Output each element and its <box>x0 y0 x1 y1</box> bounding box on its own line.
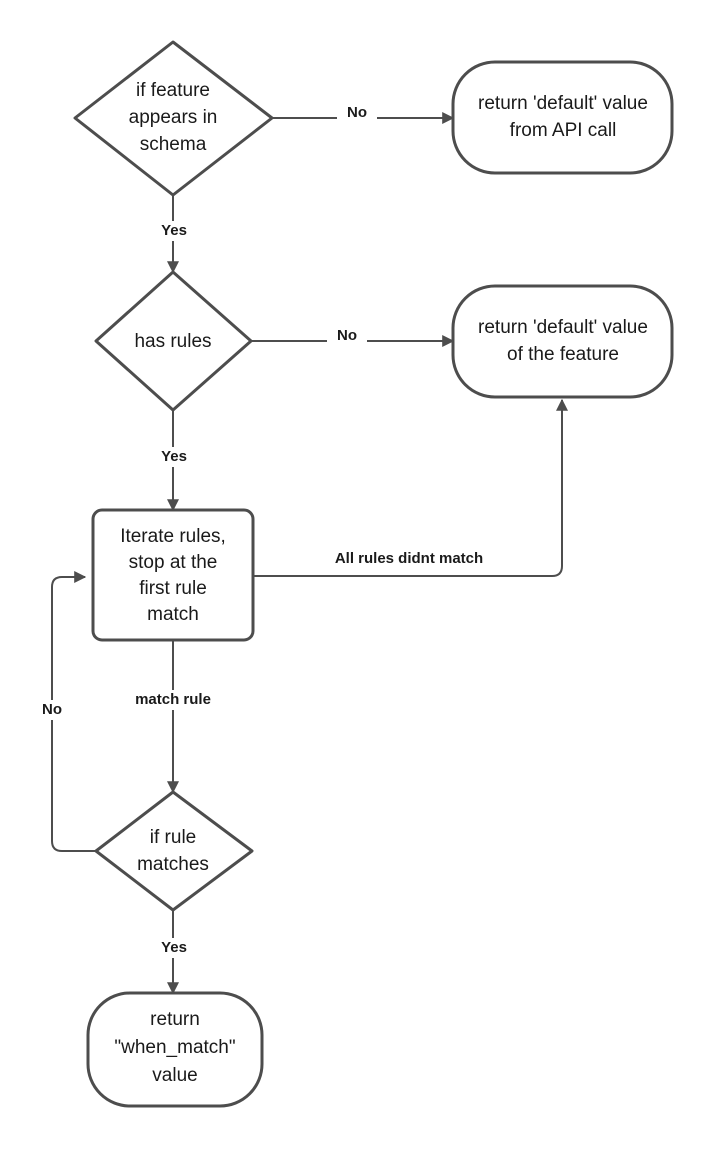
edge-schema-no: No <box>272 103 455 124</box>
edge-schema-yes-label-bg <box>153 221 195 241</box>
node-iterate-rules-line-4: match <box>147 604 199 625</box>
node-return-default-feature-shape[interactable] <box>451 284 674 399</box>
edge-label-rule-yes: Yes <box>161 939 187 956</box>
edge-rule-yes: Yes <box>153 910 195 995</box>
node-return-default-feature-line-1: return 'default' value <box>478 317 648 338</box>
node-return-when-match-line-1: return <box>150 1009 200 1030</box>
node-iterate-rules-line-1: Iterate rules, <box>120 526 226 547</box>
node-schema-check-line-3: schema <box>140 134 207 155</box>
node-has-rules-diamond[interactable] <box>94 270 253 412</box>
node-rule-matches-line-2: matches <box>137 854 209 875</box>
node-iterate-rules-shape[interactable] <box>91 508 255 642</box>
node-has-rules-line-1: has rules <box>134 331 211 352</box>
edge-label-hasrules-no: No <box>337 327 357 344</box>
node-rule-matches[interactable]: if rule matches <box>94 790 254 912</box>
node-return-default-feature-line-2: of the feature <box>507 344 619 365</box>
edge-label-rule-no: No <box>42 701 62 718</box>
edge-label-hasrules-yes: Yes <box>161 448 187 465</box>
node-schema-check-diamond[interactable] <box>73 40 274 197</box>
edge-all-rules-didnt-match: All rules didnt match <box>253 398 568 577</box>
node-return-default-api-line-1: return 'default' value <box>478 93 648 114</box>
edge-all-rules-didnt-match-line <box>253 398 568 577</box>
edge-hasrules-no: No <box>251 326 455 347</box>
edge-match-rule: match rule <box>117 640 230 794</box>
edge-label-schema-no: No <box>347 104 367 121</box>
edge-rule-no-label-bg <box>32 700 72 720</box>
edge-all-rules-label-bg <box>316 549 502 569</box>
edge-schema-no-label-bg <box>337 103 377 123</box>
node-iterate-rules[interactable]: Iterate rules, stop at the first rule ma… <box>91 508 255 642</box>
node-has-rules[interactable]: has rules <box>94 270 253 412</box>
node-iterate-rules-line-2: stop at the <box>129 552 218 573</box>
edge-schema-yes: Yes <box>153 195 195 274</box>
edge-rule-yes-label-bg <box>153 938 195 958</box>
node-return-default-api[interactable]: return 'default' value from API call <box>451 60 674 175</box>
node-iterate-rules-line-3: first rule <box>139 578 207 599</box>
node-schema-check-line-1: if feature <box>136 80 210 101</box>
node-return-when-match[interactable]: return "when_match" value <box>86 991 264 1108</box>
edge-match-rule-label-bg <box>117 690 230 710</box>
edge-hasrules-yes-label-bg <box>153 447 195 467</box>
node-return-default-feature[interactable]: return 'default' value of the feature <box>451 284 674 399</box>
node-return-when-match-shape[interactable] <box>86 991 264 1108</box>
node-schema-check[interactable]: if feature appears in schema <box>73 40 274 197</box>
node-schema-check-line-2: appears in <box>129 107 218 128</box>
edge-label-schema-yes: Yes <box>161 222 187 239</box>
edge-hasrules-no-label-bg <box>327 326 367 346</box>
edge-rule-no-loopback: No <box>32 571 96 852</box>
edge-label-all-rules-didnt-match: All rules didnt match <box>335 550 483 567</box>
node-return-when-match-line-2: "when_match" <box>114 1037 235 1058</box>
node-return-default-api-shape[interactable] <box>451 60 674 175</box>
node-rule-matches-diamond[interactable] <box>94 790 254 912</box>
node-return-when-match-line-3: value <box>152 1065 197 1086</box>
edge-hasrules-yes: Yes <box>153 410 195 512</box>
node-rule-matches-line-1: if rule <box>150 827 196 848</box>
edge-label-match-rule: match rule <box>135 691 211 708</box>
node-return-default-api-line-2: from API call <box>510 120 617 141</box>
